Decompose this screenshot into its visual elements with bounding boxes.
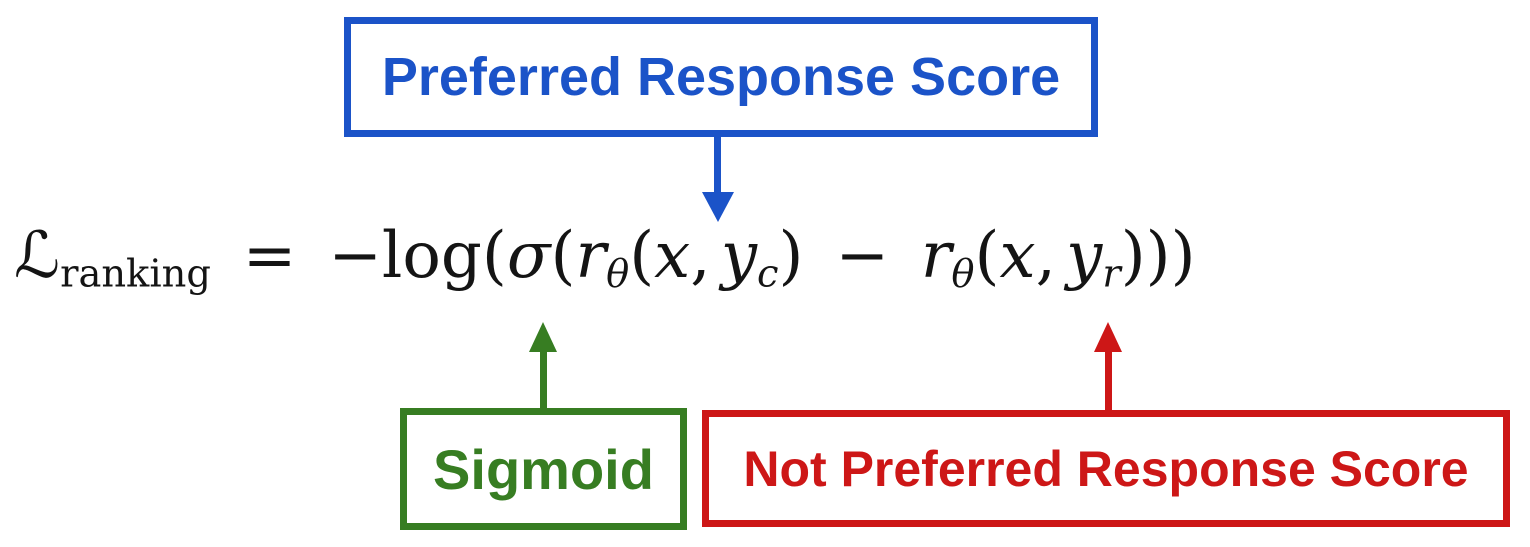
sigmoid-arrow-stem bbox=[540, 350, 547, 410]
chosen-subscript: c bbox=[756, 251, 779, 297]
y-variable: y bbox=[1066, 219, 1103, 293]
reward-symbol: r bbox=[920, 219, 952, 293]
arrow-up-icon bbox=[1094, 322, 1122, 352]
not-preferred-response-score-label: Not Preferred Response Score bbox=[743, 440, 1469, 497]
rejected-subscript: r bbox=[1102, 251, 1121, 297]
close-paren: ) bbox=[778, 219, 804, 293]
theta-subscript: θ bbox=[606, 251, 630, 297]
not-preferred-arrow-stem bbox=[1105, 350, 1112, 412]
open-paren: ( bbox=[629, 219, 655, 293]
arrow-up-icon bbox=[529, 322, 557, 352]
open-paren: ( bbox=[481, 219, 507, 293]
sigmoid-label: Sigmoid bbox=[433, 437, 654, 501]
closing-parens: ))) bbox=[1120, 219, 1196, 293]
equals-sign: = bbox=[242, 219, 297, 293]
preferred-response-score-label: Preferred Response Score bbox=[381, 47, 1061, 107]
comma: , bbox=[1035, 219, 1056, 293]
open-paren: ( bbox=[974, 219, 1000, 293]
theta-subscript: θ bbox=[951, 251, 975, 297]
minus-sign: − bbox=[835, 219, 889, 293]
comma: , bbox=[690, 219, 711, 293]
minus-sign: − bbox=[328, 219, 382, 293]
preferred-response-score-box: Preferred Response Score bbox=[344, 17, 1098, 137]
not-preferred-response-score-box: Not Preferred Response Score bbox=[702, 410, 1510, 527]
ranking-loss-formula: ℒranking = −log(σ(rθ(x,yc) − rθ(x,yr))) bbox=[14, 224, 1196, 293]
preferred-arrow-stem bbox=[714, 136, 721, 194]
loss-symbol: ℒ bbox=[14, 219, 61, 293]
sigmoid-box: Sigmoid bbox=[400, 408, 687, 530]
x-variable: x bbox=[654, 219, 691, 293]
log-function: log bbox=[381, 219, 482, 293]
sigma-symbol: σ bbox=[506, 219, 551, 293]
open-paren: ( bbox=[550, 219, 576, 293]
arrow-down-icon bbox=[702, 192, 734, 222]
loss-subscript: ranking bbox=[60, 251, 211, 297]
reward-symbol: r bbox=[575, 219, 607, 293]
x-variable: x bbox=[999, 219, 1036, 293]
y-variable: y bbox=[720, 219, 757, 293]
